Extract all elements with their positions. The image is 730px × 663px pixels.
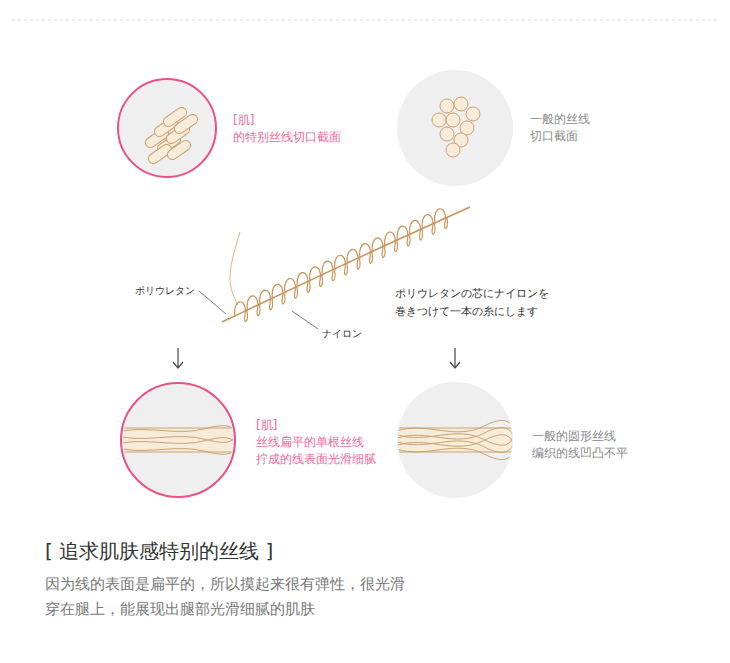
fiber-drawing [397, 70, 513, 186]
note-text: ポリウレタンの芯にナイロンを 巻きつけて一本の糸にします [395, 284, 549, 320]
fiber-drawing [122, 384, 234, 496]
yarn-surface-circle: 一般的圆形丝线 编织的线凹凸不平 [397, 382, 513, 498]
leader-line [199, 291, 226, 314]
cross-section-circle: 一般的丝线 切口截面 [397, 70, 513, 186]
node-label: 一般的圆形丝线 编织的线凹凸不平 [532, 428, 628, 462]
heading: [ 追求肌肤感特别的丝线 ] [45, 538, 273, 565]
fiber-drawing [119, 80, 215, 176]
fiber-drawing [397, 382, 513, 498]
part-label: ポリウレタン [135, 282, 195, 300]
leader-line [292, 311, 318, 329]
yarn-illustration [222, 207, 470, 322]
caption-text: 因为线的表面是扁平的，所以摸起来很有弹性，很光滑 穿在腿上，能展现出腿部光滑细腻… [45, 572, 413, 622]
node-label: [肌] 的特别丝线切口截面 [233, 112, 341, 146]
node-label: [肌] 丝线扁平的单根丝线 拧成的线表面光滑细腻 [256, 417, 376, 468]
dashed-rule [12, 20, 718, 21]
down-arrow [173, 348, 183, 368]
node-label: 一般的丝线 切口截面 [530, 111, 590, 145]
part-label: ナイロン [322, 325, 362, 343]
down-arrow [450, 348, 460, 368]
yarn-surface-circle: [肌] 丝线扁平的单根丝线 拧成的线表面光滑细腻 [120, 382, 236, 498]
cross-section-circle: [肌] 的特别丝线切口截面 [117, 78, 217, 178]
